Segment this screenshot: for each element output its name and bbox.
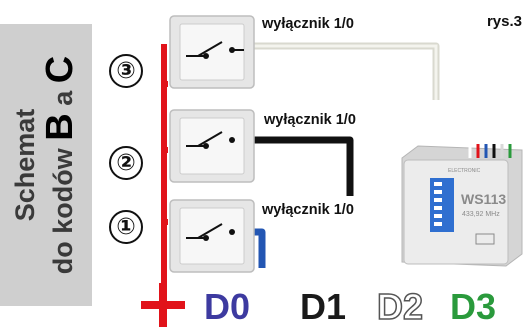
switch-label-3: wyłącznik 1/0 — [262, 16, 354, 32]
switch-2 — [169, 109, 255, 183]
module-brand: ELECTRONIC — [448, 168, 481, 174]
switch-1 — [169, 199, 255, 273]
common-wire — [161, 44, 168, 288]
terminal-d1: D1 — [300, 286, 347, 327]
figure-label: rys.3 — [486, 13, 522, 30]
terminal-d0: D0 — [204, 286, 251, 327]
switch-number-2: ② — [109, 146, 143, 180]
terminal-d3: D3 — [450, 286, 497, 327]
plus-terminal — [141, 283, 185, 327]
module-name: WS113 — [461, 191, 506, 207]
module-frequency: 433,92 MHz — [462, 211, 500, 218]
switch-label-1: wyłącznik 1/0 — [262, 202, 354, 218]
switch-number-1: ① — [109, 210, 143, 244]
ws113-module: WS113 433,92 MHz ELECTRONIC — [401, 144, 523, 267]
terminal-d2: D2 — [376, 286, 424, 327]
switch-number-3: ③ — [109, 54, 143, 88]
switch-label-2: wyłącznik 1/0 — [264, 112, 356, 128]
wire-switch-2 — [240, 136, 354, 196]
switch-3 — [169, 15, 255, 89]
wire-switch-3 — [236, 42, 440, 100]
sidebar-panel — [0, 24, 92, 306]
